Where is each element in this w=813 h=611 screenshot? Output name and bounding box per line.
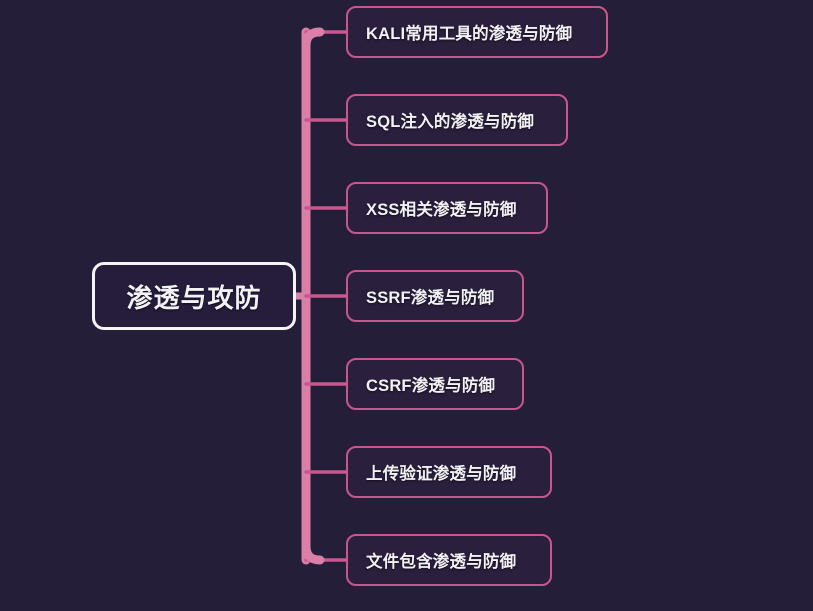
mindmap-node-label: 上传验证渗透与防御 (366, 465, 517, 483)
connector-line (301, 27, 325, 51)
mindmap-node-label: SQL注入的渗透与防御 (366, 113, 535, 131)
root-node-label: 渗透与攻防 (126, 282, 262, 313)
mindmap-node-5[interactable]: CSRF渗透与防御 (346, 358, 524, 410)
connector-group (292, 27, 348, 565)
mindmap-node-2[interactable]: SQL注入的渗透与防御 (346, 94, 568, 146)
root-node[interactable]: 渗透与攻防 (92, 262, 296, 330)
mindmap-node-1[interactable]: KALI常用工具的渗透与防御 (346, 6, 608, 58)
mindmap-node-3[interactable]: XSS相关渗透与防御 (346, 182, 548, 234)
mindmap-node-label: KALI常用工具的渗透与防御 (366, 25, 573, 43)
mindmap-node-label: 文件包含渗透与防御 (366, 553, 517, 571)
mindmap-node-4[interactable]: SSRF渗透与防御 (346, 270, 524, 322)
mindmap-node-label: XSS相关渗透与防御 (366, 201, 517, 219)
mindmap-node-7[interactable]: 文件包含渗透与防御 (346, 534, 552, 586)
mindmap-node-label: SSRF渗透与防御 (366, 289, 495, 307)
mindmap-node-label: CSRF渗透与防御 (366, 377, 496, 395)
mindmap-node-6[interactable]: 上传验证渗透与防御 (346, 446, 552, 498)
connector-line (301, 541, 325, 565)
